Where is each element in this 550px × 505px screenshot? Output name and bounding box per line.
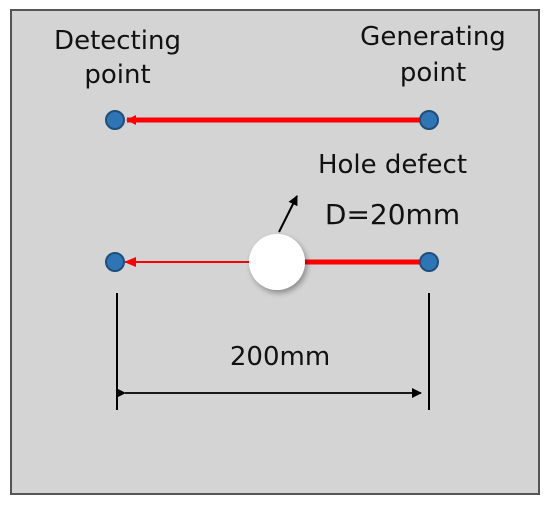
generating-point-top <box>419 110 439 130</box>
detecting-point-bottom <box>105 252 125 272</box>
generating-point-label-line2: point <box>399 58 467 88</box>
detecting-point-label-line1: Detecting <box>54 26 181 56</box>
distance-label: 200mm <box>229 342 331 372</box>
hole-defect <box>249 234 305 290</box>
hole-leader-arrow <box>278 195 298 233</box>
detecting-point-top <box>105 110 125 130</box>
generating-point-bottom <box>419 252 439 272</box>
hole-defect-label: Hole defect <box>317 150 468 180</box>
generating-point-label-line1: Generating <box>360 22 506 52</box>
hole-diameter-label: D=20mm <box>324 198 461 231</box>
detecting-point-label-line2: point <box>84 60 151 90</box>
